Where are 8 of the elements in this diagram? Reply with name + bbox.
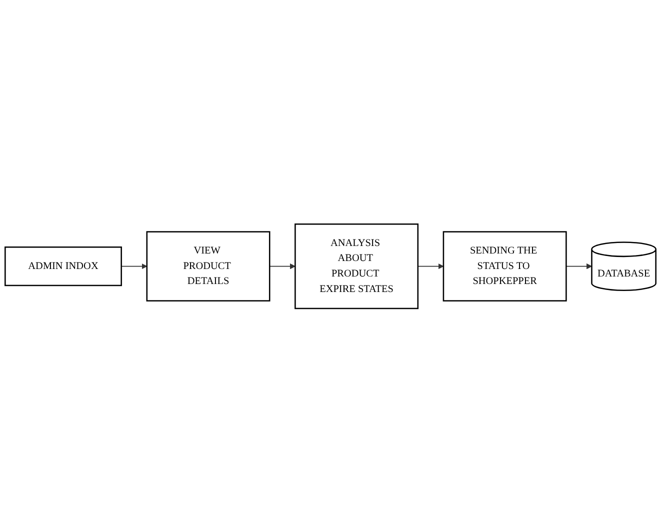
arrow (417, 263, 444, 269)
arrow (120, 263, 148, 269)
node-box: SENDING THE STATUS TO SHOPKEPPER (442, 230, 567, 302)
arrow (269, 263, 296, 269)
node-box: VIEW PRODUCT DETAILS (146, 230, 270, 302)
node-box: ADMIN INDOX (4, 246, 122, 286)
node-box: ANALYSIS ABOUT PRODUCT EXPIRE STATES (294, 223, 419, 309)
arrow (566, 263, 592, 269)
